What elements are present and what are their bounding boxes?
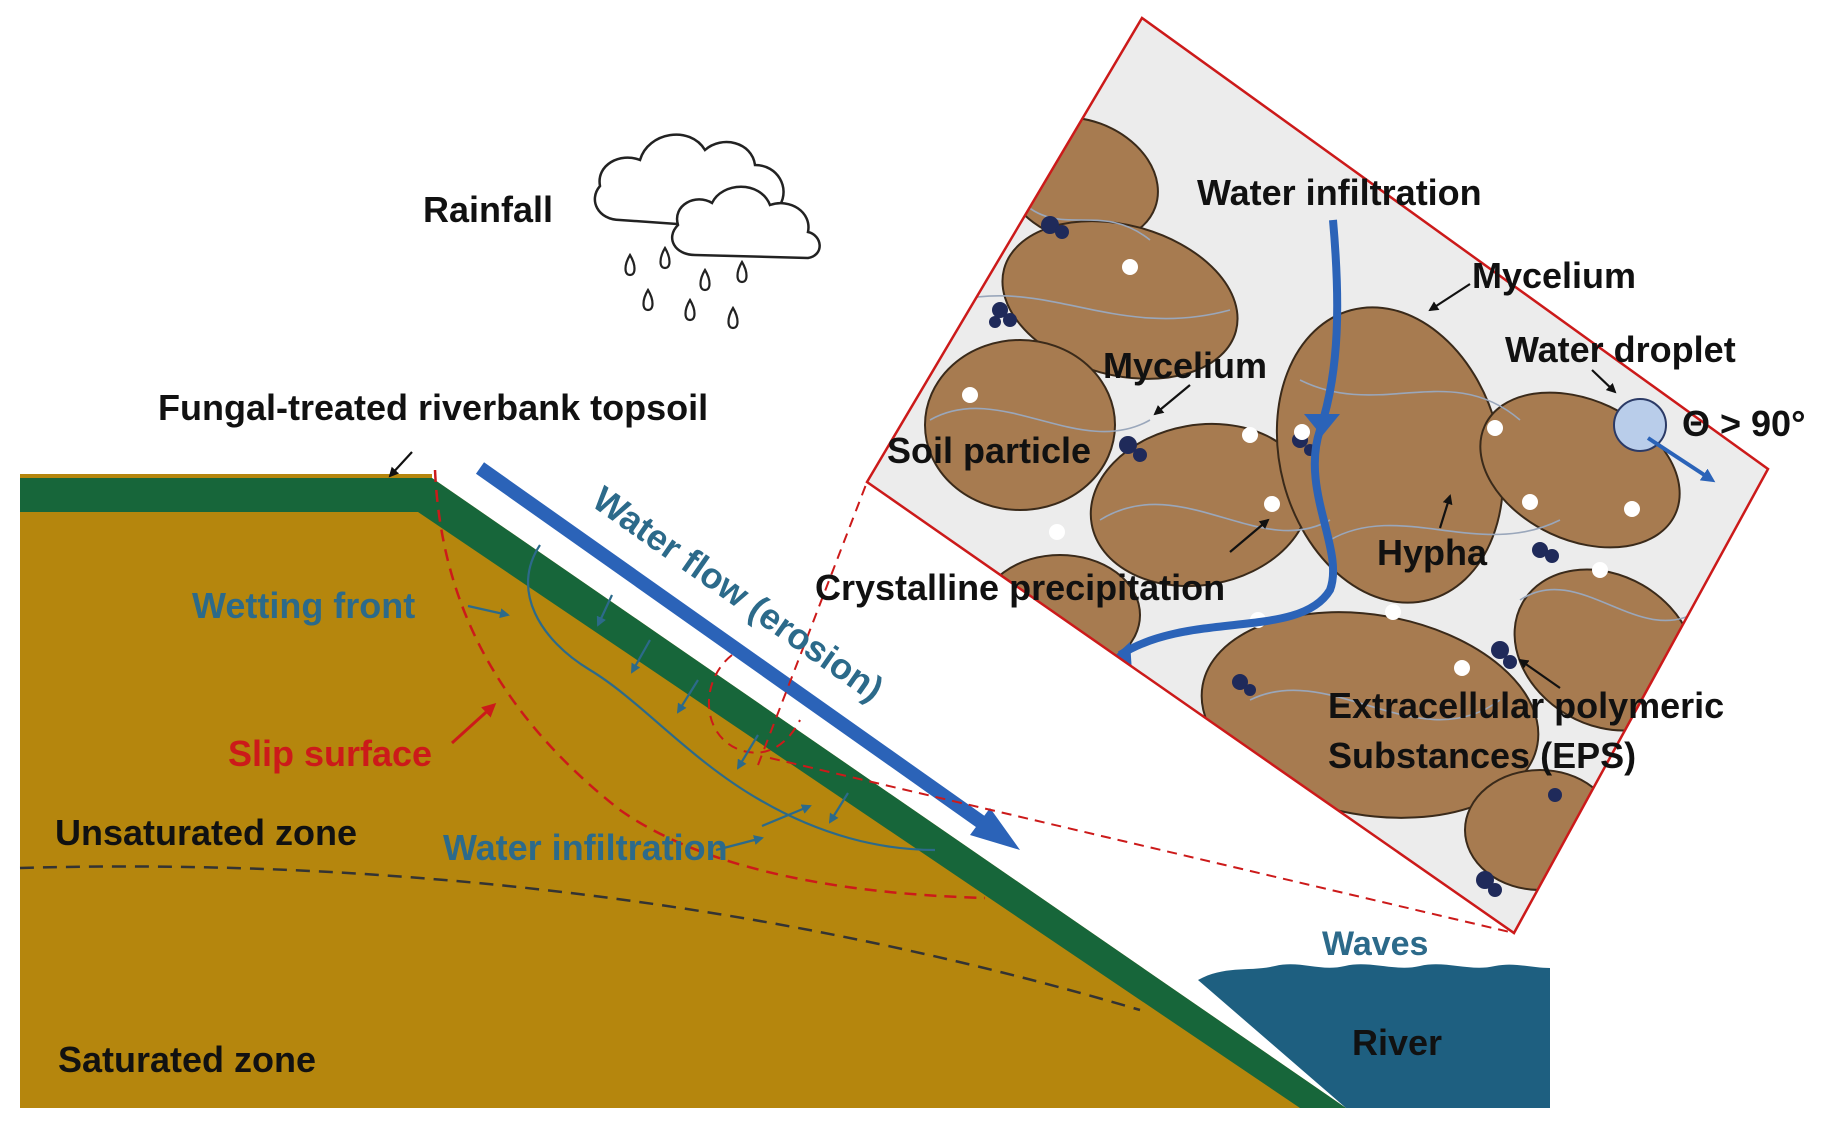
- zoom-connector-lines: [757, 481, 1515, 934]
- label-rainfall: Rainfall: [423, 189, 553, 230]
- label-crystalline-precipitation: Crystalline precipitation: [815, 567, 1225, 608]
- label-saturated-zone: Saturated zone: [58, 1039, 316, 1080]
- soil-body: [20, 475, 1346, 1108]
- hyphae: [929, 199, 1701, 721]
- label-water-droplet: Water droplet: [1505, 329, 1736, 370]
- river-water: [1198, 964, 1550, 1108]
- slope-cross-section: [19, 462, 1346, 1108]
- water-flow-arrowhead: [970, 808, 1020, 850]
- callout-arrows: [388, 283, 1617, 745]
- label-soil-particle: Soil particle: [887, 430, 1091, 471]
- zoom-panel: [865, 16, 1770, 935]
- labels: Rainfall Fungal-treated riverbank topsoi…: [55, 172, 1805, 1080]
- zoom-frame: [865, 16, 1770, 935]
- water-droplet-icon: [1613, 398, 1667, 452]
- rain-cloud-icon: [593, 133, 821, 330]
- zoom-infiltration-path: [1117, 219, 1342, 659]
- infiltration-arrows: [596, 594, 849, 852]
- label-water-infiltration-zoom: Water infiltration: [1197, 172, 1482, 213]
- label-wetting-front: Wetting front: [192, 585, 415, 626]
- slip-surface-line: [433, 469, 986, 900]
- label-river: River: [1352, 1022, 1442, 1063]
- label-unsaturated-zone: Unsaturated zone: [55, 812, 357, 853]
- river: [1198, 964, 1550, 1108]
- label-hypha: Hypha: [1377, 532, 1488, 573]
- label-waves: Waves: [1322, 925, 1428, 963]
- label-slip-surface: Slip surface: [228, 733, 432, 774]
- label-mycelium-inner: Mycelium: [1103, 345, 1267, 386]
- label-eps-line2: Substances (EPS): [1328, 735, 1636, 776]
- water-flow-arrow: [475, 462, 1003, 840]
- label-contact-angle: Θ > 90°: [1682, 403, 1805, 444]
- label-mycelium-top: Mycelium: [1472, 255, 1636, 296]
- label-eps-line1: Extracellular polymeric: [1328, 685, 1724, 726]
- label-fungal-topsoil: Fungal-treated riverbank topsoil: [158, 387, 708, 428]
- label-water-infiltration-slope: Water infiltration: [443, 827, 728, 868]
- fungal-topsoil-layer: [20, 478, 1346, 1108]
- wetting-front-line: [526, 544, 936, 852]
